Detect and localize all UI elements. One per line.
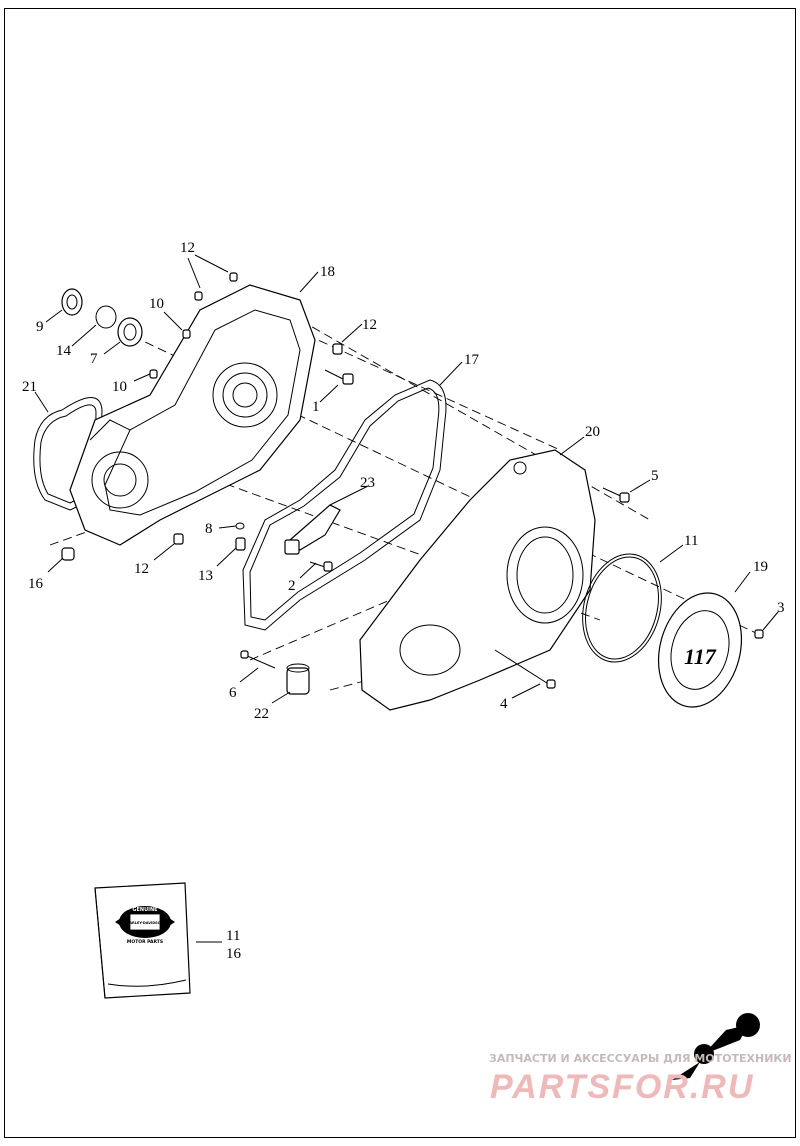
callout-6: 6: [229, 685, 237, 701]
callout-8: 8: [205, 521, 213, 537]
callout-21: 22: [254, 706, 269, 722]
screw-3: [754, 629, 764, 639]
screw-2: [309, 561, 333, 572]
outer-primary-cover-19: [359, 449, 596, 711]
callout-12-c: 12: [134, 561, 149, 577]
callout-15: 16: [28, 576, 44, 592]
bracket-23: [284, 504, 341, 555]
kit-callout-11: 11: [226, 928, 240, 944]
kit-label-line3: MOTOR PARTS: [127, 939, 163, 945]
bolt-4: [494, 649, 556, 689]
watermark-tagline: ЗАПЧАСТИ И АКСЕССУАРЫ ДЛЯ МОТОТЕХНИКИ: [489, 1052, 792, 1065]
callout-17: 17: [464, 352, 480, 368]
callout-13: 13: [198, 568, 213, 584]
callout-20: 21: [22, 379, 37, 395]
callout-12-b: 12: [362, 317, 377, 333]
leader-lines: [34, 254, 779, 943]
callout-9: 9: [36, 319, 44, 335]
callout-19: 20: [585, 424, 600, 440]
motorcycle-logo-icon: [672, 1013, 760, 1080]
spacer-21: [286, 663, 310, 695]
callout-10-b: 10: [112, 379, 127, 395]
bolt-5: [602, 487, 630, 503]
diagram-frame: [4, 8, 796, 1138]
callout-5: 5: [651, 468, 659, 484]
callout-18: 19: [753, 559, 768, 575]
callout-14: 14: [56, 343, 72, 359]
callout-labels: 12 18 10 12 9 14 7 10 21 1 17 20 23 5 8 …: [22, 240, 785, 722]
callout-1: 1: [312, 399, 320, 415]
gasket-kit-box: GENUINE HARLEY-DAVIDSON MOTOR PARTS: [94, 882, 191, 999]
callout-10-a: 10: [149, 296, 164, 312]
kit-label-line1: GENUINE: [132, 907, 158, 913]
bolt-6: [240, 650, 276, 669]
cover-badge: 117: [684, 644, 717, 669]
callout-22: 18: [320, 264, 335, 280]
inner-primary-housing-22: [69, 284, 316, 546]
derby-cover-18: 117: [657, 592, 743, 708]
bearing-7: [117, 317, 143, 347]
retaining-ring-14: [95, 305, 117, 329]
kit-label-line2: HARLEY-DAVIDSON: [126, 921, 163, 925]
callout-23: 23: [360, 475, 375, 491]
callout-12-a: 12: [180, 240, 195, 256]
callout-2: 2: [288, 578, 296, 594]
o-ring-11: [582, 553, 662, 663]
callout-7: 7: [90, 351, 98, 367]
callout-3: 3: [777, 600, 785, 616]
dowels: [61, 272, 343, 561]
bolt-1: [324, 369, 354, 385]
outer-gasket-17: [242, 379, 447, 631]
kit-callout-16: 16: [226, 946, 242, 962]
callout-4: 4: [500, 696, 508, 712]
inner-gasket-20: [33, 397, 103, 511]
seal-9: [61, 288, 83, 316]
watermark-brand: PARTSFOR.RU: [490, 1068, 754, 1106]
callout-11-a: 11: [684, 533, 698, 549]
